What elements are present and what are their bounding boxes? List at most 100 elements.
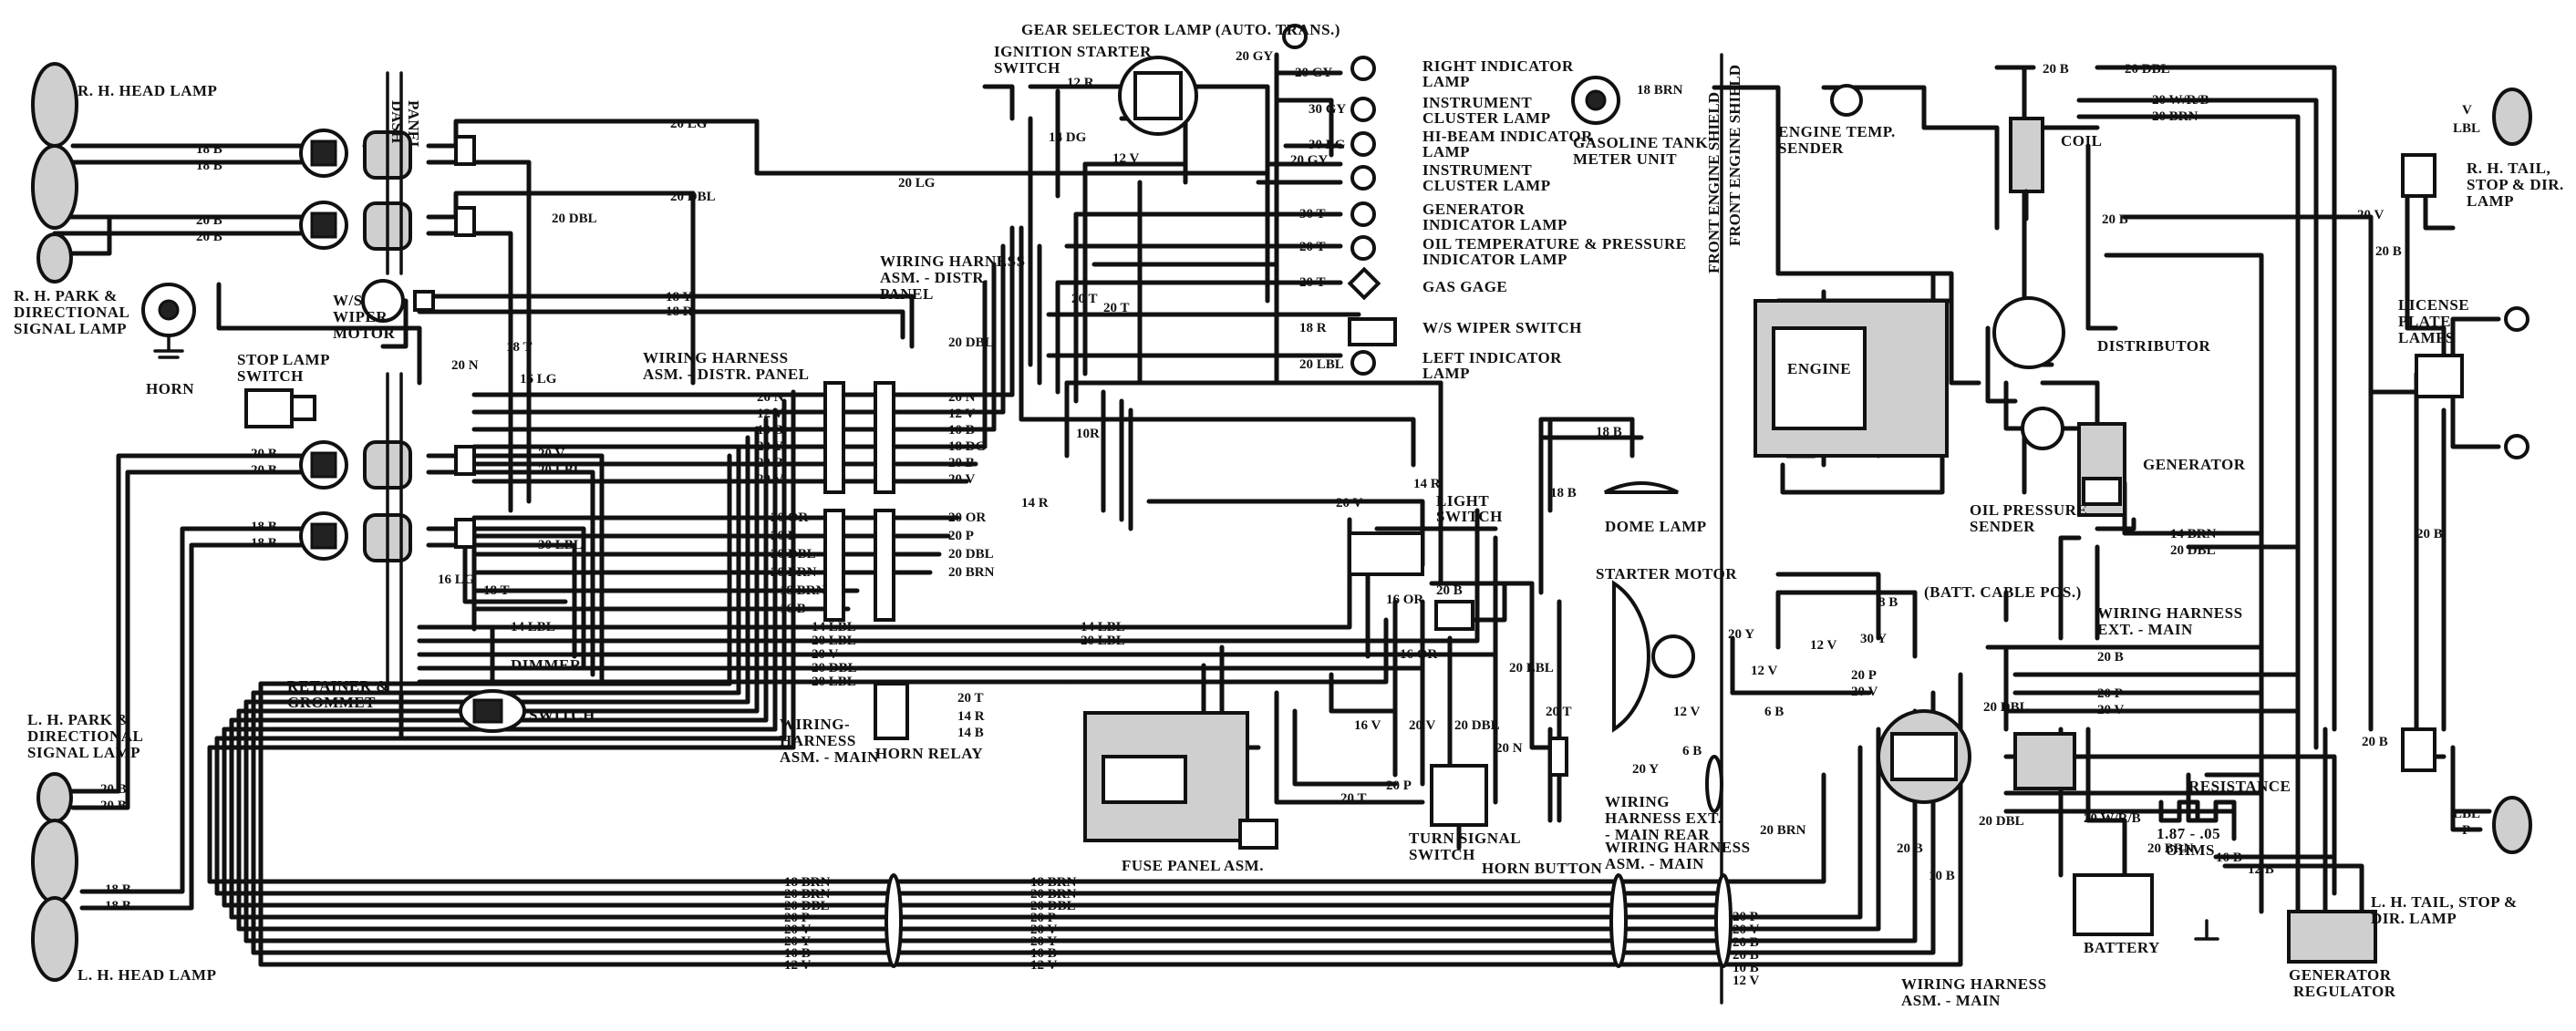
wire-tag: 16 V <box>1354 718 1381 733</box>
wire-tag: 20 BRN <box>2152 109 2198 124</box>
wire-tag: 20 GY <box>1236 49 1273 64</box>
light-switch-b: SWITCH <box>1436 508 1503 525</box>
wire-tag: 20 GY <box>1295 66 1332 80</box>
wire-tag: 12 V <box>1810 638 1836 653</box>
wire-tag: 18 Y <box>666 290 692 304</box>
oil-pressure-b: SENDER <box>1970 518 2035 535</box>
generator <box>2077 422 2126 517</box>
harness-main-bottom-a: WIRING HARNESS <box>1901 975 2047 993</box>
wire-tag: 16 B <box>780 602 806 616</box>
harness-ext-main-b: EXT. - MAIN <box>2097 621 2193 638</box>
wire-tag: 18 B <box>105 899 131 913</box>
wire-tag: 8 B <box>1878 595 1898 610</box>
wire-tag: 20 V <box>2097 703 2124 717</box>
wire-tag: 20 B <box>100 799 127 813</box>
rh-tail-c: LAMP <box>2467 192 2514 210</box>
wire-tag: 18 DG <box>948 439 987 454</box>
wire-tag: 16 LG <box>438 572 475 587</box>
ignition-label-1: IGNITION STARTER <box>994 43 1152 60</box>
harness-ext-rear-b: HARNESS EXT. <box>1605 809 1723 827</box>
coil-label: COIL <box>2061 132 2102 149</box>
wire-tag: 20 V <box>1733 923 1759 937</box>
gen-indicator-a: GENERATOR <box>1422 201 1526 218</box>
wire-tag: 14 DG <box>1049 130 1087 145</box>
front-engine-shield-1: FRONT ENGINE SHIELD <box>1705 92 1723 273</box>
wire-tag: 10 B <box>784 946 811 961</box>
wire-tag: 20 BRN <box>784 887 831 902</box>
harness-main-left-c: ASM. - MAIN <box>780 748 879 766</box>
light-switch-a: LIGHT <box>1436 492 1489 510</box>
wire-tags: 18 B 18 B 20 B 20 B 20 LG 20 DBL 20 LG 2… <box>100 49 2480 988</box>
harness-ext-rear-c: - MAIN REAR <box>1605 826 1710 843</box>
hi-beam-a: HI-BEAM INDICATOR <box>1422 128 1593 145</box>
battery <box>2073 873 2219 941</box>
starter-motor-label: STARTER MOTOR <box>1596 565 1737 583</box>
horn-label: HORN <box>146 380 194 397</box>
wire-tag: 16 OR <box>1400 647 1437 662</box>
harness-dist-2-a: WIRING HARNESS <box>643 349 789 366</box>
wire-tag: 20 B <box>1733 935 1759 950</box>
light-switch <box>1348 531 1474 631</box>
wiper-motor-label-2: WIPER <box>333 308 388 325</box>
gen-indicator-b: INDICATOR LAMP <box>1422 216 1567 233</box>
wire-tag: 30 T <box>1299 207 1325 222</box>
horn-relay-label: HORN RELAY <box>875 745 983 762</box>
wire-tag: LBL <box>2453 807 2480 821</box>
battery-label: BATTERY <box>2084 939 2160 956</box>
resistance <box>2158 799 2237 823</box>
wire-tag: 20 P <box>1851 668 1877 683</box>
wire-tag: 20 B <box>251 447 277 461</box>
wire-tag: 12 V <box>948 407 975 421</box>
indicator-lamps <box>1347 56 1397 376</box>
instrument-2-b: CLUSTER LAMP <box>1422 177 1551 194</box>
lh-park-lamp-label-1: L. H. PARK & <box>27 711 130 728</box>
wire-tag: 20 B <box>1733 948 1759 963</box>
wire-tag: 16 LG <box>520 372 557 387</box>
turn-signal-a: TURN SIGNAL <box>1409 830 1521 847</box>
batt-cable-label: (BATT. CABLE POS.) <box>1924 583 2082 601</box>
license-b: PLATE <box>2398 313 2451 330</box>
wire-tag: P <box>2462 823 2470 838</box>
lh-tail-lamp <box>2401 727 2532 854</box>
wire-tag: 20 BRN <box>2147 841 2194 856</box>
headlamp-wires <box>52 119 1270 911</box>
gas-tank-a: GASOLINE TANK <box>1573 134 1708 151</box>
wire-tag: 10 B <box>757 423 783 438</box>
license-a: LICENSE <box>2398 296 2469 314</box>
wire-tag: 12 V <box>1112 151 1139 166</box>
wire-tag: 20 V <box>1409 718 1435 733</box>
distributor-label: DISTRIBUTOR <box>2097 337 2210 355</box>
wire-tag: 12 V <box>1733 974 1759 988</box>
left-indicator-b: LAMP <box>1422 365 1470 382</box>
wire-tag: 18 BRN <box>784 875 831 890</box>
wire-tag: 18 B <box>1596 425 1622 439</box>
right-indicator-2: LAMP <box>1422 73 1470 90</box>
wire-tag: 20 DBL <box>812 661 857 675</box>
wire-tag: 30 LG <box>1309 138 1346 152</box>
wire-tag: 20 N <box>948 390 976 405</box>
wire-tag: V <box>2462 103 2472 118</box>
wire-tag: 20 T <box>1299 275 1325 290</box>
wire-tag: 18 T <box>506 340 532 355</box>
wire-tag: 14 R <box>1021 496 1049 510</box>
regulator-b: REGULATOR <box>2293 983 2396 1000</box>
rh-head-lamp-label: R. H. HEAD LAMP <box>78 82 217 99</box>
wire-tag: 18 B <box>105 882 131 897</box>
wire-tag: 20 V <box>2357 208 2384 222</box>
dimmer-label-1: DIMMER <box>511 656 582 674</box>
dome-lamp <box>1604 481 1679 494</box>
horn-button <box>1548 737 1568 777</box>
wire-tag: 20 GY <box>1290 153 1328 168</box>
wire-tag: 20 V <box>538 447 564 461</box>
wire-tag: 12 V <box>1673 705 1700 719</box>
wire-tag: 20 P <box>771 529 796 543</box>
wire-tag: 12 R <box>1067 76 1094 90</box>
wiper-motor-label-1: W/S <box>333 292 363 309</box>
wire-tag: 20 T <box>1546 705 1571 719</box>
wire-tag: 20 V <box>784 923 811 937</box>
wire-tag: 14 B <box>957 726 984 740</box>
oil-temp-b: INDICATOR LAMP <box>1422 251 1567 268</box>
wire-tag: 20 Y <box>1030 934 1057 949</box>
rh-park-lamp-label-3: SIGNAL LAMP <box>14 320 127 337</box>
